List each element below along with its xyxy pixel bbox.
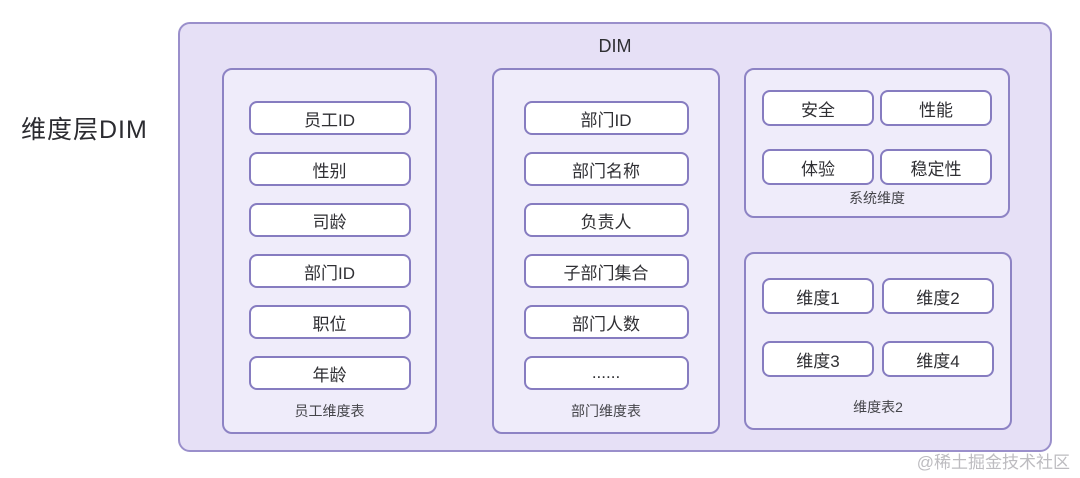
department-table-caption: 部门维度表 [571, 403, 641, 419]
dim-box-3: 维度3 [762, 341, 874, 377]
field-box-gender: 性别 [248, 152, 411, 186]
dim-box-performance: 性能 [880, 90, 992, 126]
field-box-tenure: 司龄 [248, 203, 411, 237]
field-box-employee-id: 员工ID [248, 101, 411, 135]
dimension-table-2-panel: 维度1 维度2 维度3 维度4 维度表2 [744, 252, 1012, 430]
employee-field-list: 员工ID 性别 司龄 部门ID 职位 年龄 [224, 70, 435, 390]
system-dimension-caption: 系统维度 [849, 190, 905, 206]
field-box-department-name: 部门名称 [523, 152, 689, 186]
dim-box-security: 安全 [762, 90, 874, 126]
employee-table-caption: 员工维度表 [294, 403, 365, 419]
dim-box-1: 维度1 [762, 278, 874, 314]
dimension-table-2-grid: 维度1 维度2 维度3 维度4 [746, 254, 1010, 377]
employee-dimension-table: 员工ID 性别 司龄 部门ID 职位 年龄 员工维度表 [222, 68, 437, 434]
department-dimension-table: 部门ID 部门名称 负责人 子部门集合 部门人数 ...... 部门维度表 [492, 68, 720, 434]
system-dimension-grid: 安全 性能 体验 稳定性 [746, 70, 1008, 185]
department-field-list: 部门ID 部门名称 负责人 子部门集合 部门人数 ...... [494, 70, 718, 390]
dim-box-4: 维度4 [882, 341, 994, 377]
watermark: @稀土掘金技术社区 [916, 453, 1070, 472]
field-box-sub-departments: 子部门集合 [523, 254, 689, 288]
field-box-ellipsis: ...... [523, 356, 689, 390]
dim-box-experience: 体验 [762, 149, 874, 185]
diagram-side-label: 维度层DIM [21, 116, 148, 144]
field-box-age: 年龄 [248, 356, 411, 390]
field-box-department-id: 部门ID [523, 101, 689, 135]
field-box-headcount: 部门人数 [523, 305, 689, 339]
dim-container-title: DIM [598, 36, 632, 56]
dimension-table-2-caption: 维度表2 [853, 399, 903, 415]
field-box-department-id: 部门ID [248, 254, 411, 288]
system-dimension-panel: 安全 性能 体验 稳定性 系统维度 [744, 68, 1010, 218]
field-box-position: 职位 [248, 305, 411, 339]
dim-layer-container: DIM 员工ID 性别 司龄 部门ID 职位 年龄 员工维度表 部门ID 部门名… [178, 22, 1052, 452]
dim-box-2: 维度2 [882, 278, 994, 314]
dim-box-stability: 稳定性 [880, 149, 992, 185]
field-box-owner: 负责人 [523, 203, 689, 237]
